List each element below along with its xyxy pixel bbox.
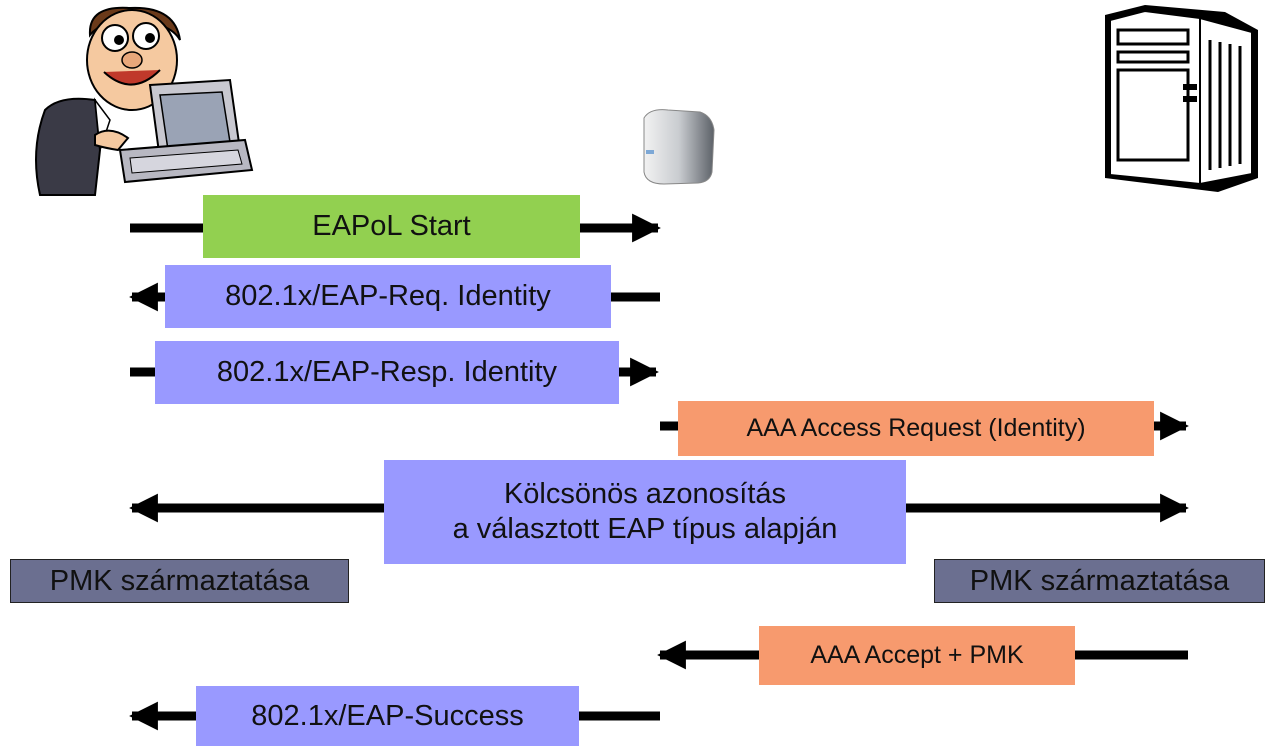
- aaa-accept-label: AAA Accept + PMK: [759, 626, 1075, 685]
- eapol-start-label: EAPoL Start: [203, 195, 580, 258]
- pmk-derivation-server-label: PMK származtatása: [934, 559, 1265, 603]
- access-point-icon: [643, 109, 715, 185]
- tower-server-icon: [1105, 5, 1258, 192]
- eap-resp-identity-label: 802.1x/EAP-Resp. Identity: [155, 341, 619, 404]
- mutual-authentication-line2: a választott EAP típus alapján: [452, 513, 838, 545]
- eap-success-label: 802.1x/EAP-Success: [196, 686, 579, 746]
- mutual-authentication-line1: Kölcsönös azonosítás: [503, 478, 787, 511]
- mutual-authentication-label: Kölcsönös azonosítás a választott EAP tí…: [384, 460, 906, 564]
- pmk-derivation-client-label: PMK származtatása: [10, 559, 349, 603]
- user-at-computer-icon: [35, 6, 254, 196]
- eap-req-identity-label: 802.1x/EAP-Req. Identity: [165, 265, 611, 328]
- aaa-access-request-label: AAA Access Request (Identity): [678, 401, 1154, 456]
